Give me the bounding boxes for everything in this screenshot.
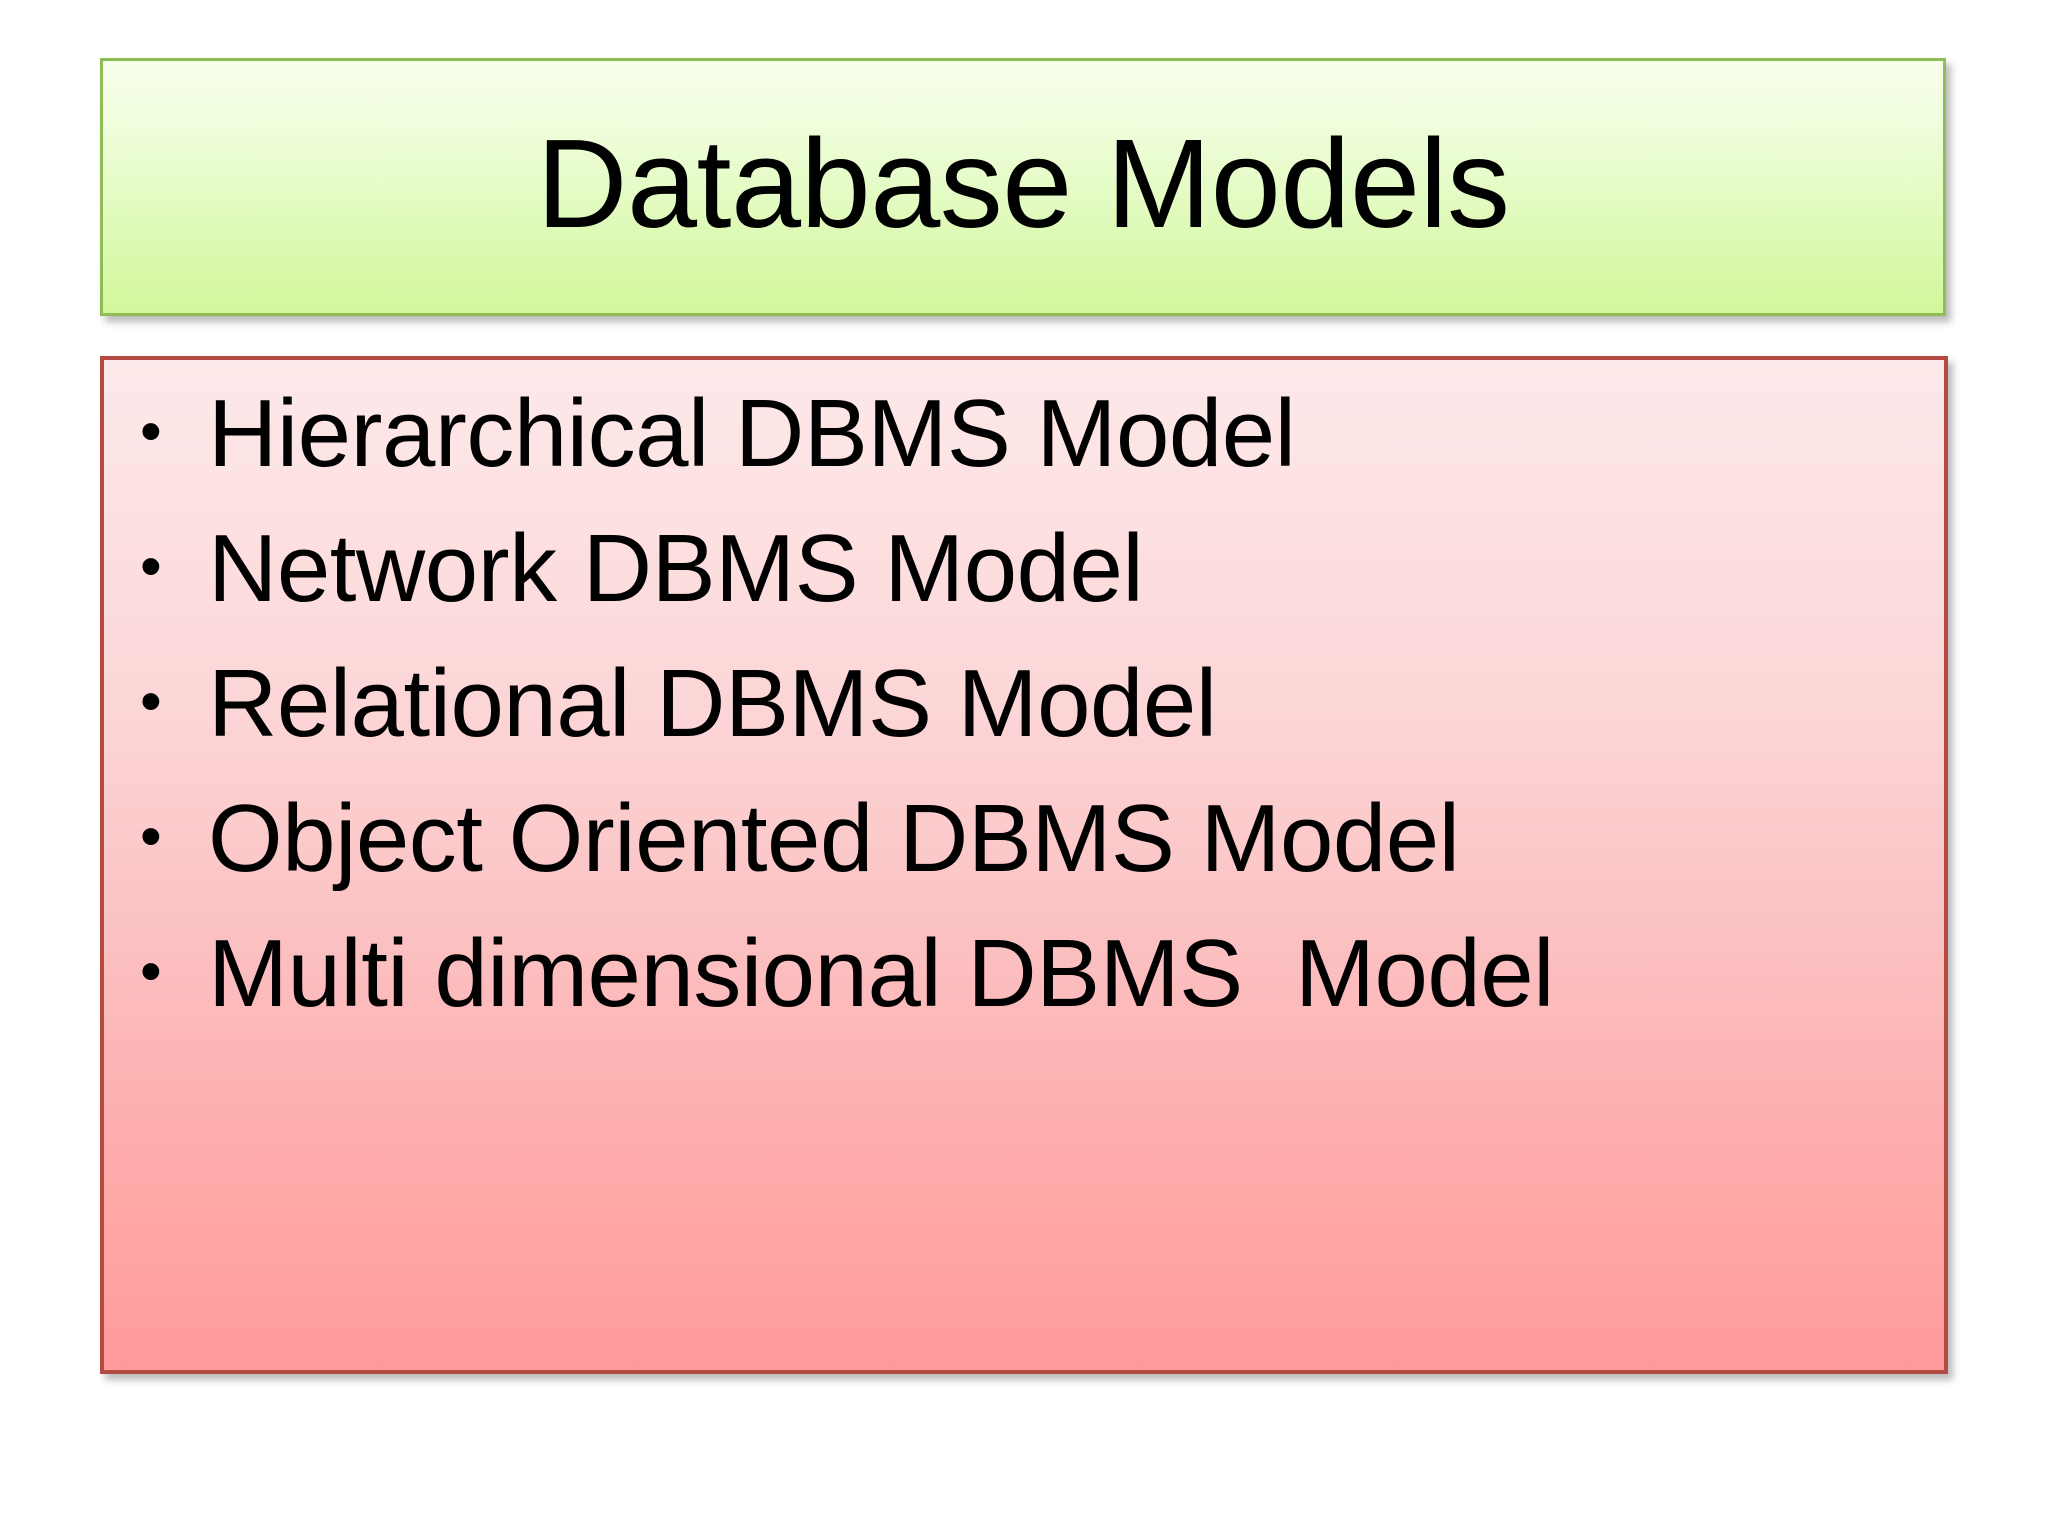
list-item-label: Relational DBMS Model xyxy=(208,650,1217,757)
bullet-point-icon: • xyxy=(140,937,162,1006)
list-item-label: Multi dimensional DBMS Model xyxy=(208,920,1555,1027)
list-item: • Multi dimensional DBMS Model xyxy=(104,926,1944,1061)
bullet-list: • Hierarchical DBMS Model • Network DBMS… xyxy=(104,386,1944,1061)
list-item: • Relational DBMS Model xyxy=(104,656,1944,791)
bullet-point-icon: • xyxy=(140,667,162,736)
page-title: Database Models xyxy=(536,112,1510,254)
bullet-point-icon: • xyxy=(140,397,162,466)
list-item: • Hierarchical DBMS Model xyxy=(104,386,1944,521)
list-item: • Network DBMS Model xyxy=(104,521,1944,656)
list-item-label: Hierarchical DBMS Model xyxy=(208,380,1296,487)
list-item-label: Object Oriented DBMS Model xyxy=(208,785,1460,892)
list-item: • Object Oriented DBMS Model xyxy=(104,791,1944,926)
bullet-point-icon: • xyxy=(140,532,162,601)
list-item-label: Network DBMS Model xyxy=(208,515,1144,622)
bullet-point-icon: • xyxy=(140,802,162,871)
content-placeholder: • Hierarchical DBMS Model • Network DBMS… xyxy=(100,356,1948,1374)
title-placeholder: Database Models xyxy=(100,58,1946,316)
